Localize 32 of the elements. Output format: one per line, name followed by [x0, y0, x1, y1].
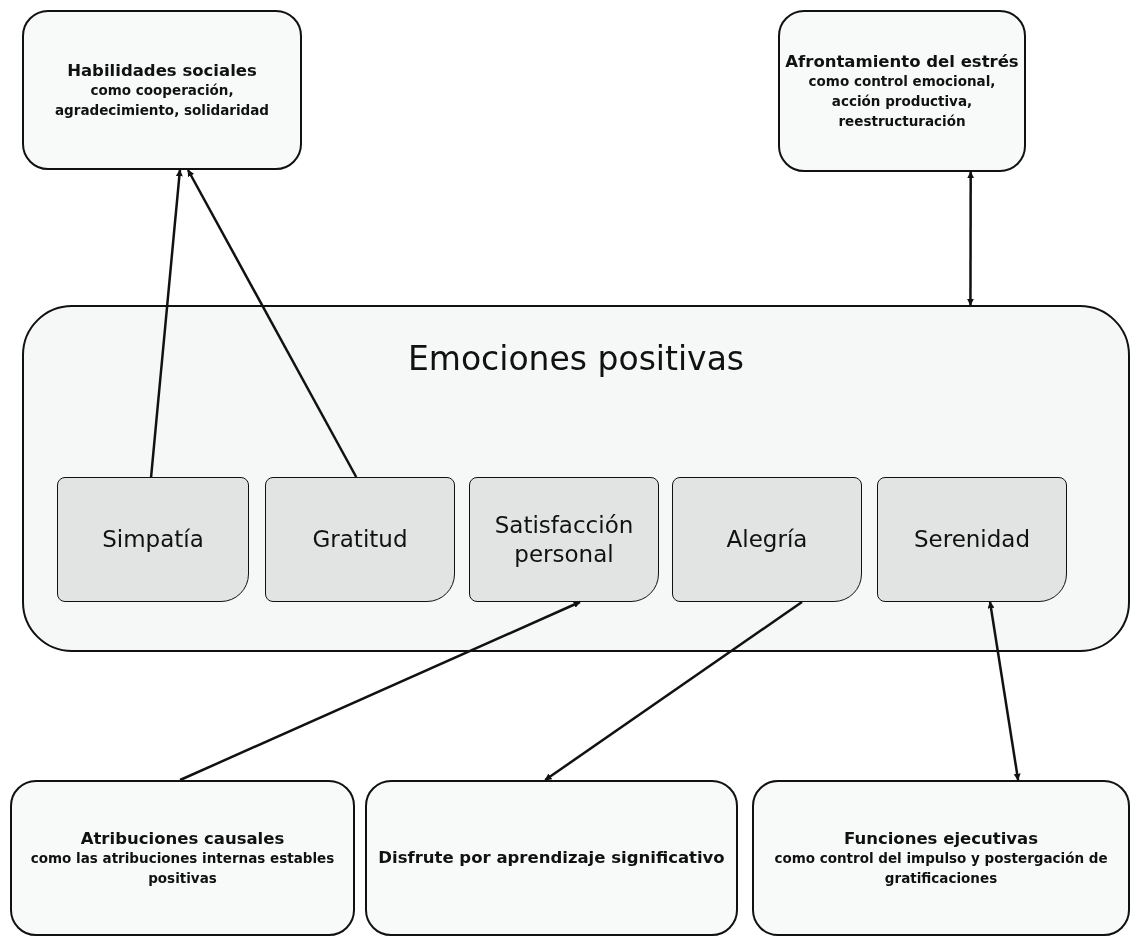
card-label: Simpatía — [102, 525, 204, 554]
arrow — [544, 600, 803, 782]
emotion-card — [877, 477, 1067, 602]
card-label: Gratitud — [312, 525, 408, 554]
double-arrow — [966, 171, 975, 306]
box-heading: Funciones ejecutivas — [843, 827, 1038, 850]
card-label: Alegría — [726, 525, 808, 554]
emotion-card — [265, 477, 455, 602]
arrow — [186, 169, 358, 478]
rounded-box — [365, 780, 738, 936]
group-panel — [22, 305, 1130, 652]
rounded-box — [778, 10, 1026, 172]
box-text: Disfrute por aprendizaje significativo — [378, 846, 725, 869]
rounded-box — [22, 10, 302, 170]
card-label: Serenidad — [913, 525, 1031, 554]
rounded-box — [10, 780, 355, 936]
box-description: como control emocional, acción productiva, reestructuración — [807, 72, 997, 131]
emotion-card — [469, 477, 659, 602]
box-heading: Afrontamiento del estrés — [785, 50, 1019, 73]
box-heading: Atribuciones causales — [80, 827, 285, 850]
emotion-card — [57, 477, 249, 602]
card-label: Satisfacción personal — [493, 510, 635, 569]
box-heading: Habilidades sociales — [67, 59, 257, 82]
double-arrow — [987, 601, 1021, 781]
emotion-card — [672, 477, 862, 602]
box-description: como control del impulso y postergación de gratificaciones — [773, 849, 1109, 888]
box-description: como las atribuciones internas estables positivas — [29, 849, 336, 888]
panel-title: Emociones positivas — [407, 339, 745, 378]
arrow — [179, 600, 581, 782]
arrow — [149, 169, 183, 478]
box-description: como cooperación, agradecimiento, solidaridad — [53, 81, 271, 120]
rounded-box — [752, 780, 1130, 936]
